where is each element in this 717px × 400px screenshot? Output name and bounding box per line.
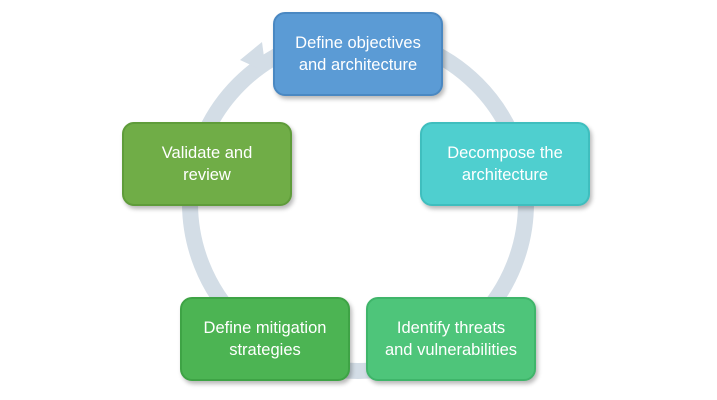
step-label: Define objectives and architecture <box>295 34 421 74</box>
step-label: Decompose the architecture <box>447 144 563 184</box>
step-define-objectives: Define objectives and architecture <box>273 12 443 96</box>
step-label: Define mitigation strategies <box>203 319 327 359</box>
step-validate-review: Validate and review <box>122 122 292 206</box>
step-label: Validate and review <box>161 144 253 184</box>
step-decompose-architecture: Decompose the architecture <box>420 122 590 206</box>
step-define-mitigation: Define mitigation strategies <box>180 297 350 381</box>
step-label: Identify threats and vulnerabilities <box>384 319 518 359</box>
step-identify-threats: Identify threats and vulnerabilities <box>366 297 536 381</box>
cycle-arrowhead <box>240 42 266 72</box>
